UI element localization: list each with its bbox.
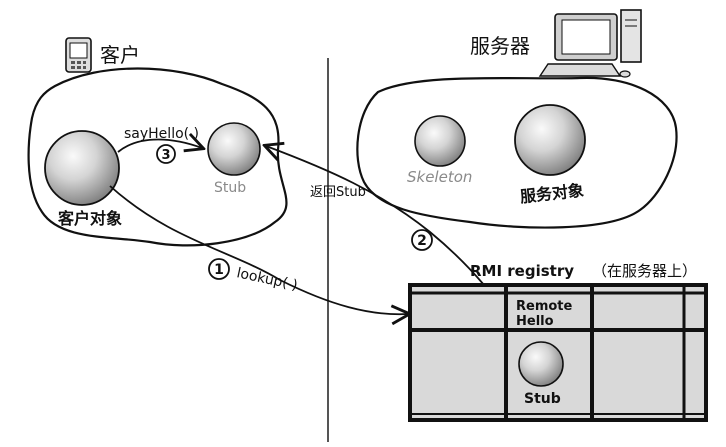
step-3-badge: 3 (156, 144, 176, 164)
registry-entry-name-line2: Hello (516, 314, 554, 329)
client-stub-sphere (207, 122, 261, 176)
lookup-label: lookup( ) (235, 265, 299, 294)
server-title: 服务器 (470, 34, 530, 58)
skeleton-label: Skeleton (407, 168, 472, 186)
server-object-label: 服务对象 (519, 181, 585, 207)
client-area (27, 67, 288, 247)
lookup-arrow (109, 185, 408, 314)
return-stub-label: 返回Stub (310, 185, 366, 200)
computer-icon (538, 9, 642, 78)
step-2-badge: 2 (411, 229, 433, 251)
svg-text:1: 1 (214, 262, 224, 278)
sayhello-label: sayHello( ) (124, 126, 199, 142)
client-object-sphere (44, 130, 120, 206)
registry-stub-label: Stub (524, 391, 561, 407)
server-object-sphere (514, 104, 586, 176)
registry-location: （在服务器上） (592, 262, 697, 280)
skeleton-sphere (414, 115, 466, 167)
registry-stub-sphere (518, 341, 564, 387)
registry-entry-name-line1: Remote (516, 299, 573, 314)
server-area (356, 76, 678, 229)
phone-icon (65, 37, 92, 73)
client-object-label: 客户对象 (58, 209, 122, 228)
registry-title: RMI registry (470, 262, 574, 280)
svg-text:2: 2 (417, 233, 427, 249)
sayhello-arrow (117, 140, 202, 153)
client-stub-label: Stub (214, 180, 246, 196)
client-title: 客户 (100, 43, 140, 67)
svg-text:3: 3 (161, 148, 170, 163)
step-1-badge: 1 (208, 258, 230, 280)
